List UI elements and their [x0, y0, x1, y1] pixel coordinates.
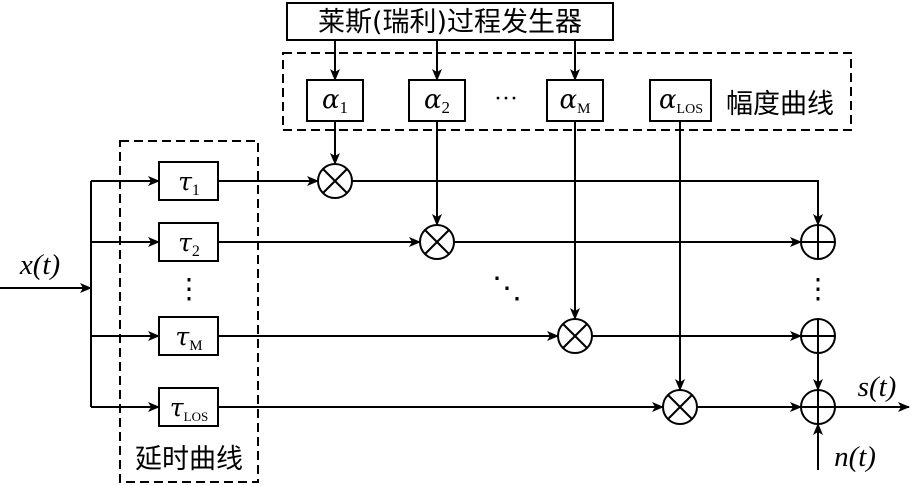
- delay-group-label: 延时曲线: [135, 444, 243, 475]
- amplitude-group-label: 幅度曲线: [726, 89, 834, 120]
- adder-ellipsis: ⋮: [804, 274, 832, 305]
- tau2-label: τ2: [178, 228, 200, 260]
- generator-label: 莱斯(瑞利)过程发生器: [318, 7, 582, 38]
- amplitude-ellipsis: ···: [494, 86, 518, 112]
- delay-group-frame: [119, 140, 259, 483]
- alphaM-label: αM: [560, 85, 591, 117]
- alpha2-box: [408, 79, 466, 122]
- alpha1-label: α1: [322, 85, 348, 117]
- tau1-label: τ1: [178, 167, 200, 199]
- alpha2-label: α2: [424, 85, 450, 117]
- alphaLOS-label: αLOS: [659, 85, 703, 117]
- alphaLOS-box: [649, 79, 712, 122]
- tauM-label: τM: [175, 322, 202, 354]
- noise-signal-label: n(t): [834, 441, 876, 473]
- tauLOS-label: τLOS: [170, 393, 208, 424]
- generator-box: [286, 2, 614, 41]
- multiplier-ellipsis: ⋱: [492, 272, 522, 305]
- amplitude-group-frame: [282, 52, 852, 131]
- delay-ellipsis: ⋮: [175, 274, 203, 305]
- input-signal-label: x(t): [19, 249, 60, 281]
- mult1-to-adder1: [352, 180, 823, 226]
- output-signal-label: s(t): [858, 371, 897, 403]
